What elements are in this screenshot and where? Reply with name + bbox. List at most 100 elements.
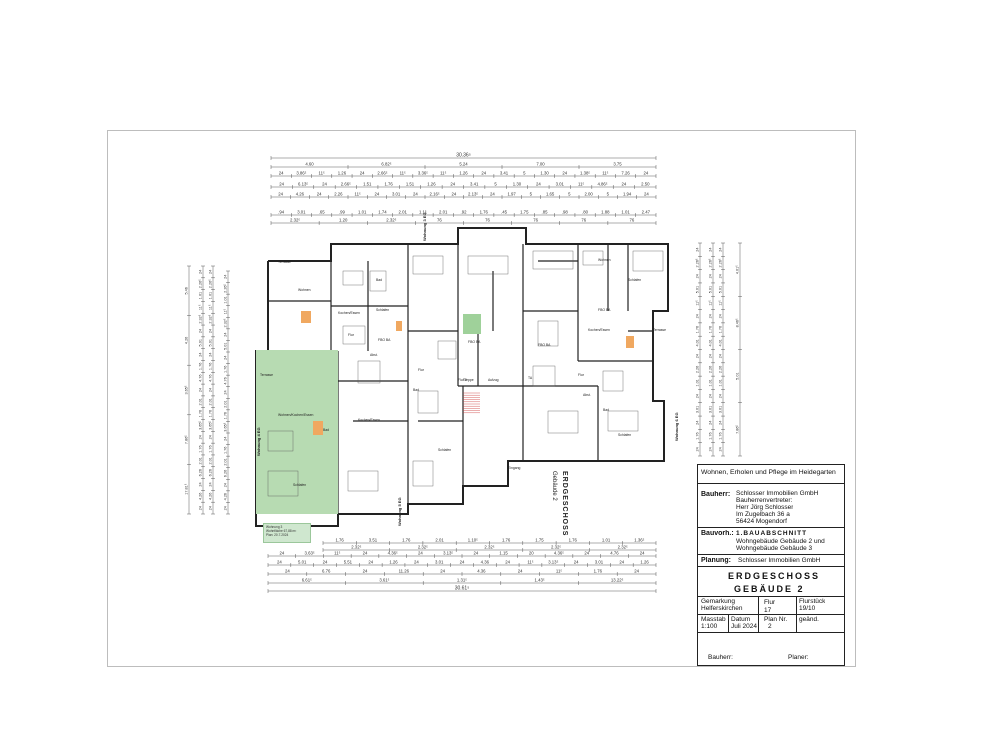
fixture <box>342 270 364 286</box>
left-dim-inner2-label: 24 <box>209 482 213 486</box>
title-block: Wohnen, Erholen und Pflege im Heidegarte… <box>697 464 845 666</box>
bottom-dim-total-label: 30.61⁵ <box>455 586 470 592</box>
apartment-label: Wohnung 5 EG <box>397 497 402 526</box>
room-label: Terrasse <box>653 328 666 332</box>
bottom-dim-row4-label: 24 <box>277 560 282 565</box>
top-dim-row5-label: 4.26 <box>296 192 305 197</box>
top-dim-row2-label: 3.75 <box>613 162 622 167</box>
top-dim-row4-label: 5 <box>494 182 497 187</box>
masstab-value: 1:100 <box>701 623 718 630</box>
left-dim-inner-label: 2.01 <box>199 398 203 405</box>
left-dim-inner-label: 1.01 <box>199 292 203 299</box>
planung-label: Planung: <box>701 557 731 564</box>
bottom-dim-row4-label: 24 <box>574 560 579 565</box>
legend-line: Wohnung 3 <box>266 525 283 529</box>
right-dim-total-label: 4.01⁵ <box>736 265 740 274</box>
fixture <box>347 470 379 492</box>
fixture <box>412 255 444 275</box>
bottom-dim-row3-label: 24 <box>584 551 589 556</box>
flur-label: Flur <box>764 599 776 606</box>
top-dim-row4-label: 24 <box>322 182 327 187</box>
left-dim-inner-label: 24 <box>199 506 203 510</box>
right-dim-inner2-label: 2.26 <box>719 366 723 373</box>
right-dim-inner2-label: 4.01 <box>719 339 723 346</box>
bottom-dim-row4-label: 11⁵ <box>527 560 533 565</box>
top-dim-row5-label: 24 <box>644 192 649 197</box>
top-dim-row7-label: 76 <box>485 218 490 223</box>
top-dim-row3-label: 11⁵ <box>440 171 446 176</box>
top-dim-row5-label: 1.97 <box>507 192 516 197</box>
bottom-dim-row1-label: 1.10⁵ <box>468 538 478 543</box>
right-dim-total-label: 5.01 <box>736 372 740 379</box>
right-dim-inner-label: 2.26⁵ <box>709 258 713 267</box>
left-dim-inner2-label: 1.76 <box>209 445 213 452</box>
fixture <box>357 360 381 384</box>
top-dim-row3-label: 24 <box>481 171 486 176</box>
room-label: Bad <box>413 388 419 392</box>
top-dim-row7-label: 76 <box>533 218 538 223</box>
left-dim-inner-label: 24 <box>199 352 203 356</box>
bottom-dim-row1-label: 1.75 <box>535 538 544 543</box>
left-dim-inner3-label: 1.01 <box>224 296 228 303</box>
right-dim-inner-label: 24 <box>709 248 713 252</box>
left-dim-inner-label: 4.76 <box>199 374 203 381</box>
left-dim-inner2-label: 1.01 <box>209 292 213 299</box>
right-dim-inner-label: 24 <box>709 314 713 318</box>
right-dim-inner3-label: 24 <box>696 248 700 252</box>
bottom-dim-row4-label: 24 <box>323 560 328 565</box>
top-dim-row6-label: .92 <box>461 210 468 215</box>
apartment-label: Wohnung 6 EG <box>674 412 679 441</box>
right-dim-total-label: 8.46⁵ <box>736 318 740 327</box>
left-dim-inner2-label: 4.26 <box>209 493 213 500</box>
fixtures <box>267 250 664 497</box>
bottom-dim-row3-label: 24 <box>473 551 478 556</box>
left-dim-inner3-label: 2.01 <box>224 458 228 465</box>
fixture <box>532 250 574 270</box>
right-dim-inner2-label: 24 <box>719 394 723 398</box>
bottom-dim-row5-label: 24 <box>440 569 445 574</box>
room-label: Schlafen <box>293 483 306 487</box>
top-dim-row3-label: 24 <box>360 171 365 176</box>
left-dim-inner-label: 2.01 <box>199 457 203 464</box>
top-dim-row5-label: 24 <box>451 192 456 197</box>
bauherr-sign-label: Bauherr: <box>708 654 733 661</box>
right-dim-inner3-label: 24 <box>696 274 700 278</box>
dining-table <box>396 321 402 331</box>
section-subtitle: Gebäude 2 <box>551 471 557 501</box>
top-dim-row6-label: .94 <box>278 210 285 215</box>
bottom-dim-row4-label: 5.01 <box>298 560 307 565</box>
top-dim-row5-label: 2.00 <box>584 192 593 197</box>
room-label: Abst. <box>370 353 378 357</box>
room-label: Schlafen <box>438 448 451 452</box>
bottom-dim-row3-label: 24 <box>418 551 423 556</box>
plan-nr-label: Plan Nr. <box>764 616 788 623</box>
top-dim-row3-label: 2.66⁵ <box>377 171 387 176</box>
bottom-dim-row4-label: 5.51 <box>344 560 353 565</box>
fixture <box>632 250 664 272</box>
left-dim-inner3-label: 1.76 <box>224 412 228 419</box>
dining-table <box>313 421 323 435</box>
room-label: Terrasse <box>260 373 273 377</box>
right-dim-inner3-label: 24 <box>696 394 700 398</box>
right-dim-inner-label: 3.01 <box>709 406 713 413</box>
project-title: Wohnen, Erholen und Pflege im Heidegarte… <box>701 469 836 476</box>
top-dim-row4-label: 6.13⁵ <box>298 182 308 187</box>
room-label: Flur <box>578 373 585 377</box>
top-dim-row4-label: 24 <box>536 182 541 187</box>
top-dim-row3-label: 7.26 <box>621 171 630 176</box>
top-dim-row3-label: 24 <box>643 171 648 176</box>
right-dim-inner3-label: 3.01 <box>696 406 700 413</box>
right-dim-inner3-label: 5.01 <box>696 286 700 293</box>
right-dim-inner-label: 2.26 <box>709 366 713 373</box>
bottom-dim-row1-label: 2.01 <box>435 538 444 543</box>
fixture <box>547 410 579 434</box>
bottom-dim-row3-label: 24 <box>279 551 284 556</box>
right-dim-inner3-label: 24 <box>696 354 700 358</box>
room-fills <box>256 311 634 514</box>
left-dim-total-label: 5.46 <box>185 287 189 294</box>
left-dim-inner-label: 24 <box>199 329 203 333</box>
right-dim-inner2-label: 2.26⁵ <box>719 258 723 267</box>
left-dim-inner3-label: 24 <box>224 356 228 360</box>
top-dim-row4-label: 2.50 <box>641 182 650 187</box>
bottom-dim-row1-label: 1.76 <box>569 538 578 543</box>
